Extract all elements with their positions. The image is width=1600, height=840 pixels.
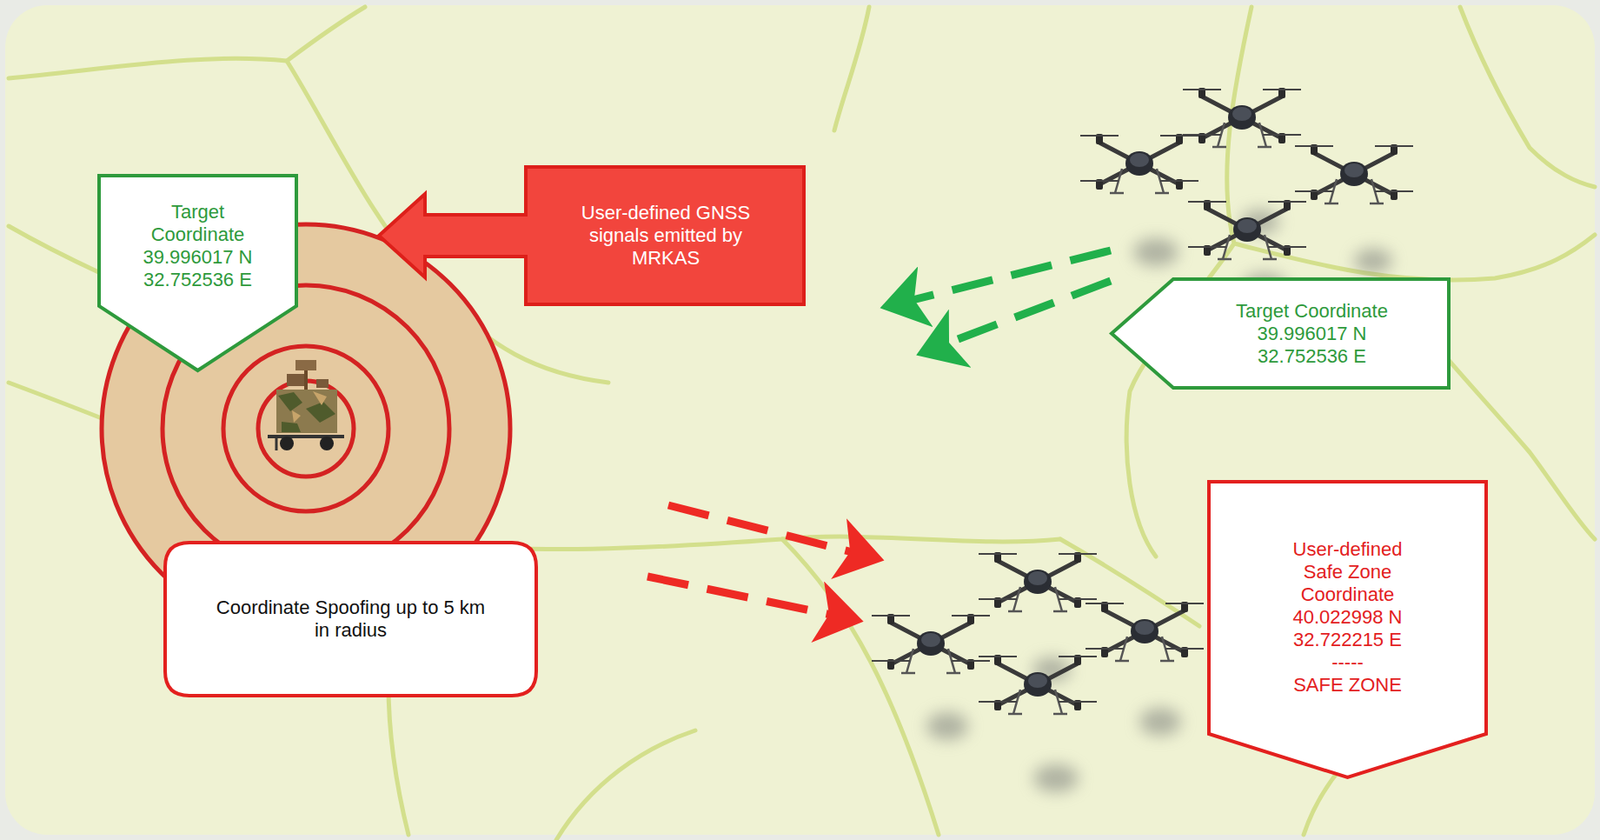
node-label: 40.022998 N 32.722215 E — [1282, 605, 1414, 651]
node-text-area: User-defined GNSS signals emitted by MRK… — [377, 165, 806, 306]
node-text-area: User-defined Safe Zone Coordinate40.0229… — [1207, 479, 1488, 734]
mrkas-trailer — [267, 359, 345, 451]
node-label: ----- — [1331, 650, 1364, 674]
target-coordinate-callout: Target Coordinate 39.996017 N 32.752536 … — [97, 173, 299, 372]
node-text-area: Target Coordinate 39.996017 N 32.752536 … — [97, 173, 299, 306]
target-coordinate-callout: Target Coordinate39.996017 N 32.752536 E — [1109, 277, 1451, 390]
gnss-signal-arrow: User-defined GNSS signals emitted by MRK… — [377, 165, 806, 306]
node-label: Coordinate Spoofing up to 5 km in radius — [212, 596, 491, 642]
node-label: 39.996017 N 32.752536 E — [1247, 322, 1378, 368]
node-label: Target Coordinate 39.996017 N 32.752536 … — [132, 200, 264, 292]
node-text-area: Target Coordinate39.996017 N 32.752536 E — [1109, 277, 1451, 390]
node-text-area: Coordinate Spoofing up to 5 km in radius — [163, 540, 538, 698]
node-label: User-defined Safe Zone Coordinate — [1282, 537, 1414, 606]
node-label: SAFE ZONE — [1293, 673, 1402, 697]
node-label: User-defined GNSS signals emitted by MRK… — [561, 201, 771, 270]
node-label: Target Coordinate — [1235, 299, 1388, 323]
safe-zone-callout: User-defined Safe Zone Coordinate40.0229… — [1207, 479, 1488, 779]
spoofing-range-note: Coordinate Spoofing up to 5 km in radius — [163, 540, 538, 698]
